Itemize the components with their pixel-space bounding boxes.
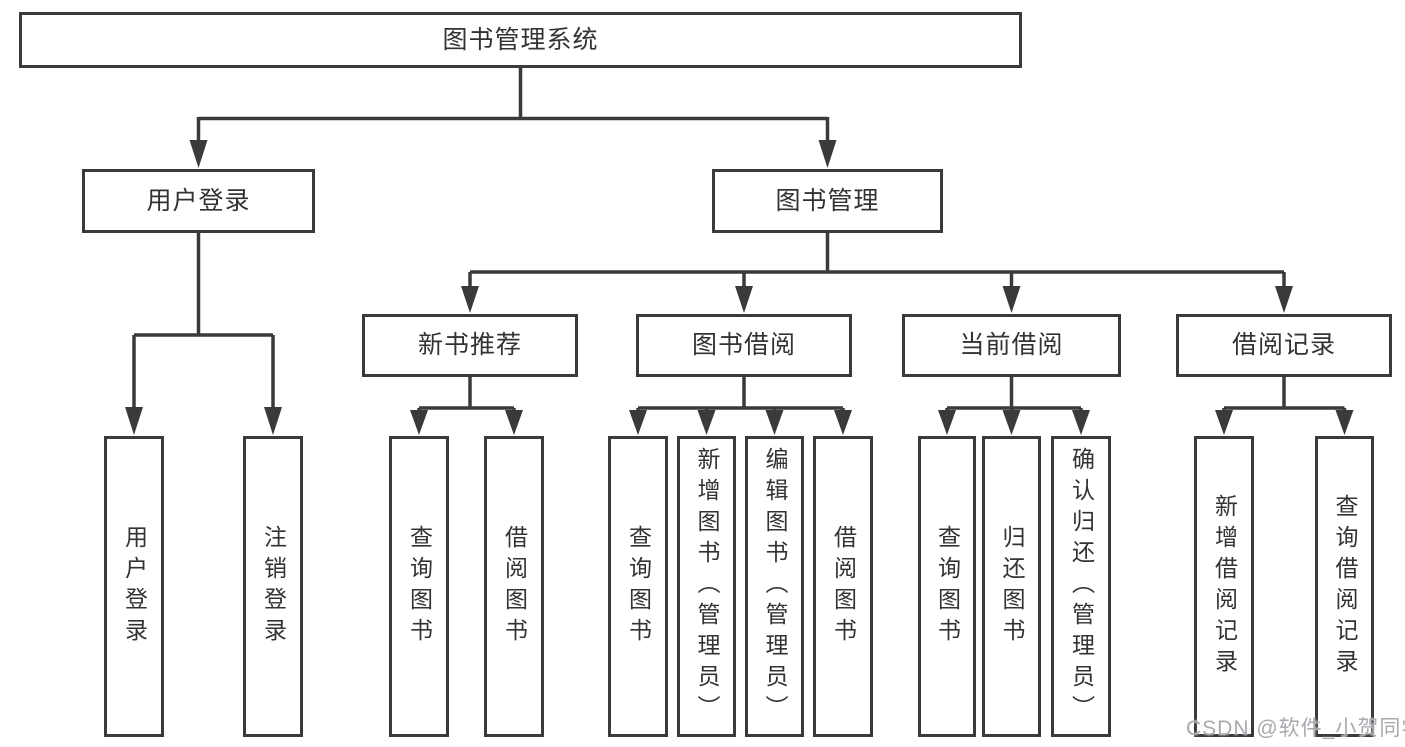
node-label: 借阅图书	[501, 524, 528, 649]
node-label: 借阅记录	[1231, 331, 1336, 359]
node-label: 归还图书	[999, 524, 1025, 649]
node-label: 新增图书（管理员）	[694, 447, 720, 726]
node-leaf-add-borrow-record: 新增借阅记录	[1194, 436, 1254, 737]
node-book-borrow: 图书借阅	[636, 314, 852, 377]
node-leaf-borrow-book: 借阅图书	[813, 436, 873, 737]
node-leaf-query-books-recommend: 查询图书	[389, 436, 449, 737]
node-label: 注销登录	[260, 524, 287, 649]
node-leaf-add-book-admin: 新增图书（管理员）	[677, 436, 736, 737]
node-leaf-borrow-book-recommend: 借阅图书	[484, 436, 544, 737]
node-label: 图书管理系统	[442, 25, 599, 54]
node-leaf-logout: 注销登录	[243, 436, 303, 737]
node-label: 编辑图书（管理员）	[762, 447, 788, 726]
node-label: 查询图书	[406, 524, 433, 649]
node-label: 用户登录	[146, 186, 251, 215]
node-new-book-recommend: 新书推荐	[362, 314, 578, 377]
node-leaf-confirm-return-admin: 确认归还（管理员）	[1051, 436, 1111, 737]
node-leaf-user-login: 用户登录	[104, 436, 164, 737]
node-leaf-query-books-borrow: 查询图书	[608, 436, 668, 737]
node-book-management: 图书管理	[712, 169, 943, 233]
node-leaf-edit-book-admin: 编辑图书（管理员）	[745, 436, 804, 737]
node-label: 用户登录	[121, 524, 148, 649]
node-root-library-system: 图书管理系统	[19, 12, 1022, 68]
node-label: 确认归还（管理员）	[1068, 447, 1095, 726]
csdn-watermark: CSDN @软件_小贺同学	[1186, 717, 1405, 740]
node-current-borrow: 当前借阅	[902, 314, 1121, 377]
node-label: 当前借阅	[959, 331, 1064, 359]
node-leaf-return-book: 归还图书	[982, 436, 1041, 737]
node-label: 查询图书	[625, 524, 652, 649]
node-label: 新增借阅记录	[1211, 493, 1238, 680]
node-label: 图书管理	[775, 186, 880, 215]
node-label: 新书推荐	[417, 331, 522, 359]
node-leaf-query-borrow-record: 查询借阅记录	[1315, 436, 1374, 737]
node-user-login: 用户登录	[82, 169, 315, 233]
node-label: 查询借阅记录	[1332, 493, 1358, 680]
node-borrow-records: 借阅记录	[1176, 314, 1392, 377]
node-label: 借阅图书	[830, 524, 857, 649]
node-label: 图书借阅	[691, 331, 796, 359]
node-leaf-query-books-current: 查询图书	[918, 436, 976, 737]
node-label: 查询图书	[934, 524, 961, 649]
